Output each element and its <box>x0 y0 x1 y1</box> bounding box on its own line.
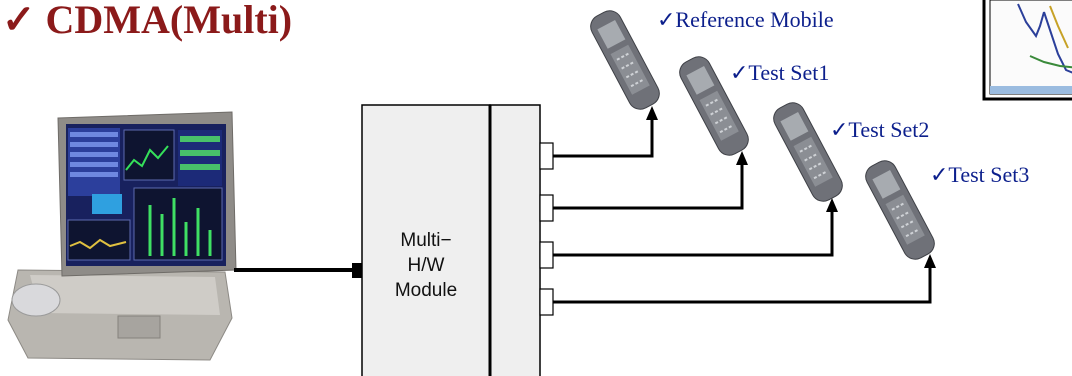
arrow-test2-icon <box>826 198 838 212</box>
connector-test3 <box>553 266 932 304</box>
output-port-1 <box>539 142 554 170</box>
test-set2-phone <box>773 102 843 202</box>
test-set1-phone <box>679 56 749 156</box>
arrow-test3-icon <box>924 254 936 268</box>
inset-graph-image <box>982 0 1072 101</box>
connector-test2 <box>553 210 834 257</box>
label-test-set1: ✓Test Set1 <box>730 60 830 85</box>
module-label-line2: H/W <box>407 255 445 276</box>
test-set3-phone <box>865 160 935 260</box>
label-test-set2: ✓Test Set2 <box>830 117 930 142</box>
arrow-test1-icon <box>736 151 748 165</box>
diagram-title: ✓ CDMA(Multi) <box>2 0 293 42</box>
laptop-image <box>7 111 237 361</box>
label-reference-mobile: ✓Reference Mobile <box>657 7 834 32</box>
label-test-set3: ✓Test Set3 <box>930 162 1030 187</box>
cable-plug <box>352 263 364 278</box>
module-label-line3: Module <box>394 280 458 301</box>
output-port-3 <box>539 241 554 269</box>
reference-mobile-phone <box>590 10 660 110</box>
connector-reference <box>553 118 654 158</box>
output-port-2 <box>539 194 554 222</box>
module-label: Multi− H/W Module <box>362 228 490 303</box>
multi-hw-module <box>361 104 541 376</box>
arrow-reference-icon <box>646 106 658 120</box>
module-label-line1: Multi− <box>400 230 452 251</box>
output-port-4 <box>539 288 554 316</box>
connector-test1 <box>553 163 744 210</box>
